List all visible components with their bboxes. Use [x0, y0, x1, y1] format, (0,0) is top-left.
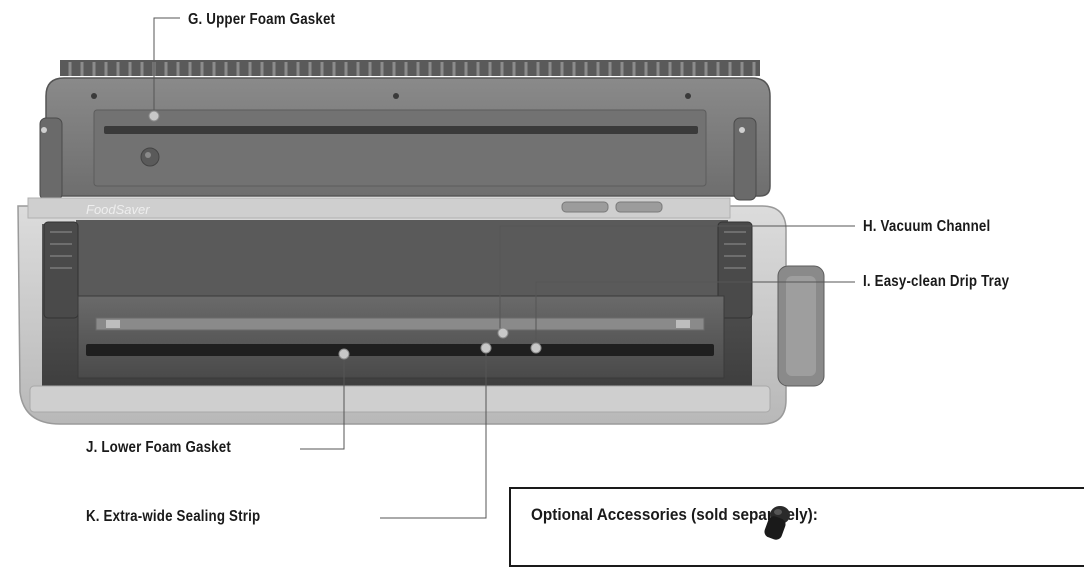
leader-line-i: [535, 281, 855, 345]
side-knob-grip: [786, 276, 816, 376]
lid-ribs: [68, 62, 756, 76]
handheld-sealer-icon: [756, 501, 796, 546]
lid-left-screw: [41, 127, 47, 133]
drip-tray: [77, 295, 725, 379]
callout-dot-h: [497, 327, 509, 339]
callout-label-i: I. Easy-clean Drip Tray: [863, 273, 1010, 290]
callout-label-h: H. Vacuum Channel: [863, 218, 991, 235]
left-hinge-spring: [43, 221, 79, 319]
leader-lines: [153, 17, 855, 519]
callout-dot-k: [480, 342, 492, 354]
spring-coils: [50, 231, 746, 269]
right-hinge-spring: [717, 221, 753, 319]
vacuum-sealer-diagram: FoodSaver: [17, 17, 855, 519]
base-front-lip: [29, 385, 771, 413]
lid-screw: [685, 93, 691, 99]
callout-dots: [148, 110, 542, 360]
leader-line-k: [380, 347, 487, 519]
lid-right-screw: [739, 127, 745, 133]
leader-line-h: [499, 225, 855, 330]
callout-dot-i: [530, 342, 542, 354]
sealing-bar-frame: [95, 317, 705, 331]
sealing-bar-clip-left: [106, 320, 120, 328]
control-button-2: [615, 201, 663, 213]
lid-latch-highlight: [145, 152, 151, 158]
brand-logo: FoodSaver: [86, 202, 150, 217]
upper-lid: [39, 60, 771, 201]
lid-screw: [91, 93, 97, 99]
back-wall: [76, 220, 728, 310]
upper-foam-gasket: [104, 126, 698, 134]
lid-screw: [393, 93, 399, 99]
base-unit: FoodSaver: [17, 197, 825, 425]
callout-dot-j: [338, 348, 350, 360]
callout-dot-g: [148, 110, 160, 122]
callout-label-k: K. Extra-wide Sealing Strip: [86, 508, 261, 525]
callout-label-j: J. Lower Foam Gasket: [86, 439, 231, 456]
leader-line-j: [300, 356, 345, 450]
sealing-bar-clip-right: [676, 320, 690, 328]
leader-line-g: [153, 17, 180, 113]
accessories-title: Optional Accessories (sold separately):: [531, 505, 818, 524]
control-button-1: [561, 201, 609, 213]
lower-foam-gasket: [86, 344, 714, 356]
lid-right-arm: [733, 117, 757, 201]
lid-inner-panel: [93, 109, 707, 187]
base-top-band: [27, 197, 731, 219]
optional-accessories-box: Optional Accessories (sold separately):: [509, 487, 1084, 567]
callout-label-g: G. Upper Foam Gasket: [188, 11, 336, 28]
